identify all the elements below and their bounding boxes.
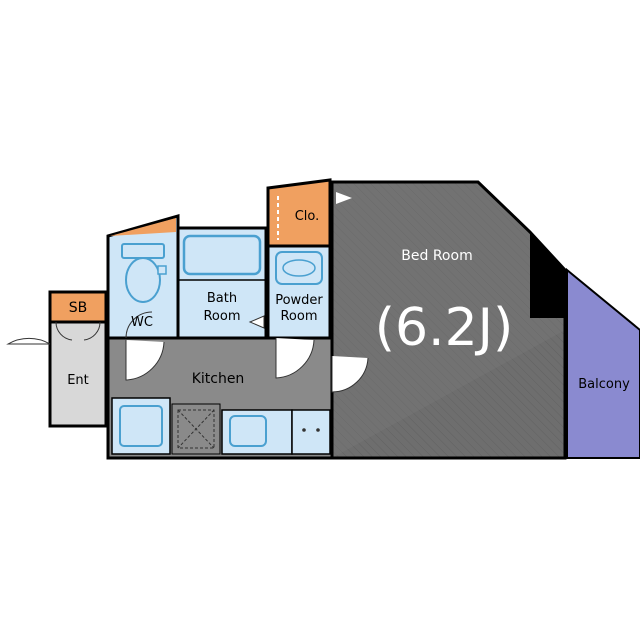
label-ent: Ent: [67, 373, 89, 388]
window-mark-icon: [336, 192, 352, 204]
bedroom: [330, 180, 567, 460]
shoe-box: [48, 290, 108, 324]
balcony: [566, 267, 640, 459]
label-balcony: Balcony: [578, 377, 630, 392]
kitchen-counter: [111, 397, 331, 455]
label-powder-line2: Room: [280, 309, 317, 324]
label-bedroom: Bed Room: [401, 248, 472, 264]
doors: [55, 321, 369, 393]
label-wc: WC: [131, 315, 153, 330]
entrance: [6, 320, 108, 428]
label-powder-line1: Powder: [275, 293, 323, 308]
powder-room: [266, 244, 332, 340]
drain-mark-icon: [248, 315, 265, 329]
label-kitchen: Kitchen: [192, 371, 245, 387]
label-clo: Clo.: [295, 209, 320, 224]
bath-room: [176, 226, 268, 340]
wc: [106, 214, 180, 340]
toilet-icon: [125, 257, 161, 303]
sink-icon: [282, 259, 316, 277]
label-sb: SB: [69, 300, 88, 316]
label-bath-line1: Bath: [207, 291, 237, 306]
wardrobe-block: [530, 232, 565, 318]
label-bath-line2: Room: [203, 309, 240, 324]
label-bedroom-size: (6.2J): [375, 298, 514, 358]
closet: [266, 178, 332, 248]
